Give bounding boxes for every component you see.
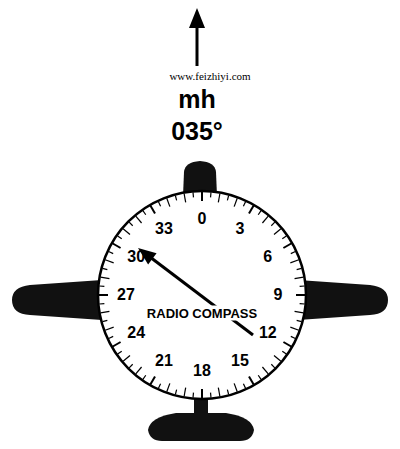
dial-tick: [274, 355, 281, 361]
instrument-name: RADIO COMPASS: [145, 306, 259, 321]
dial-tick: [271, 364, 275, 368]
dial-tick: [105, 327, 113, 330]
radio-compass-dial: 0 3 6 9 12 15 18 21 24 27 30 33RADIO COMPASS: [97, 190, 307, 400]
dial-tick: [262, 367, 268, 374]
dial-tick: [283, 342, 291, 347]
dial-tick: [175, 196, 176, 201]
dial-tick: [271, 222, 275, 226]
dial-tick: [210, 192, 212, 197]
dial-tick: [184, 194, 186, 203]
dial-tick: [201, 192, 203, 201]
dial-number: 18: [193, 363, 211, 379]
dial-tick: [258, 375, 261, 379]
dial-tick: [290, 327, 298, 330]
dial-tick: [118, 236, 122, 239]
dial-tick: [167, 383, 170, 391]
dial-tick: [234, 198, 237, 206]
dial-tick: [123, 355, 130, 361]
dial-number: 15: [231, 353, 249, 369]
dial-tick: [99, 303, 104, 305]
heading-arrow: [189, 8, 205, 66]
dial-tick: [249, 376, 254, 384]
dial-tick: [218, 194, 220, 203]
dial-tick: [192, 192, 194, 197]
dial-tick: [282, 236, 286, 239]
dial-tick: [158, 202, 160, 207]
arrow-head: [189, 8, 205, 28]
dial-tick: [290, 260, 298, 263]
dial-number: 24: [127, 325, 145, 341]
dial-tick: [249, 206, 254, 214]
dial-tick: [297, 320, 302, 321]
dial-number: 27: [117, 287, 135, 303]
dial-tick: [151, 376, 156, 384]
dial-tick: [136, 216, 142, 223]
dial-tick: [129, 364, 133, 368]
bearing-needle: [148, 256, 253, 336]
dial-tick: [258, 211, 261, 215]
dial-tick: [151, 206, 156, 214]
dial-tick: [218, 388, 220, 397]
dial-tick: [192, 393, 194, 398]
dial-tick: [143, 375, 146, 379]
dial-tick: [103, 268, 108, 269]
dial-number: 0: [198, 211, 207, 227]
dial-tick: [262, 216, 268, 223]
dial-tick: [113, 244, 121, 249]
dial-tick: [105, 260, 113, 263]
tail-stabilizer: [148, 413, 254, 441]
dial-tick: [167, 198, 170, 206]
dial-tick: [291, 336, 296, 338]
heading-label: mh: [178, 87, 216, 112]
dial-tick: [136, 367, 142, 374]
dial-tick: [300, 285, 305, 287]
dial-number: 33: [155, 221, 173, 237]
dial-number: 6: [263, 249, 272, 265]
dial-tick: [296, 294, 305, 296]
dial-tick: [101, 311, 110, 313]
dial-number: 9: [274, 287, 283, 303]
dial-number: 21: [155, 353, 173, 369]
dial-tick: [158, 384, 160, 389]
dial-tick: [295, 277, 304, 279]
right-wing: [298, 280, 388, 320]
dial-number: 30: [127, 249, 145, 265]
dial-number: 12: [259, 325, 277, 341]
dial-tick: [282, 351, 286, 354]
dial-tick: [234, 383, 237, 391]
dial-tick: [227, 196, 228, 201]
dial-tick: [210, 393, 212, 398]
dial-tick: [300, 303, 305, 305]
watermark: www.feizhiyi.com: [168, 71, 251, 82]
dial-tick: [101, 277, 110, 279]
dial-tick: [297, 268, 302, 269]
dial-tick: [118, 351, 122, 354]
dial-tick: [295, 311, 304, 313]
dial-tick: [103, 320, 108, 321]
dial-tick: [243, 384, 245, 389]
dial-tick: [175, 390, 176, 395]
dial-tick: [274, 229, 281, 235]
dial-tick: [123, 229, 130, 235]
dial-tick: [283, 244, 291, 249]
dial-tick: [109, 336, 114, 338]
arrow-shaft: [196, 22, 199, 66]
dial-tick: [143, 211, 146, 215]
dial-tick: [201, 389, 203, 398]
dial-tick: [243, 202, 245, 207]
left-wing: [12, 280, 102, 320]
dial-tick: [109, 251, 114, 253]
dial-rim: [98, 191, 306, 399]
dial-tick: [291, 251, 296, 253]
dial-tick: [227, 390, 228, 395]
dial-tick: [129, 222, 133, 226]
dial-tick: [113, 342, 121, 347]
dial-tick: [184, 388, 186, 397]
dial-tick: [99, 294, 108, 296]
dial-tick: [99, 285, 104, 287]
dial-number: 3: [236, 221, 245, 237]
heading-value: 035°: [171, 119, 223, 144]
